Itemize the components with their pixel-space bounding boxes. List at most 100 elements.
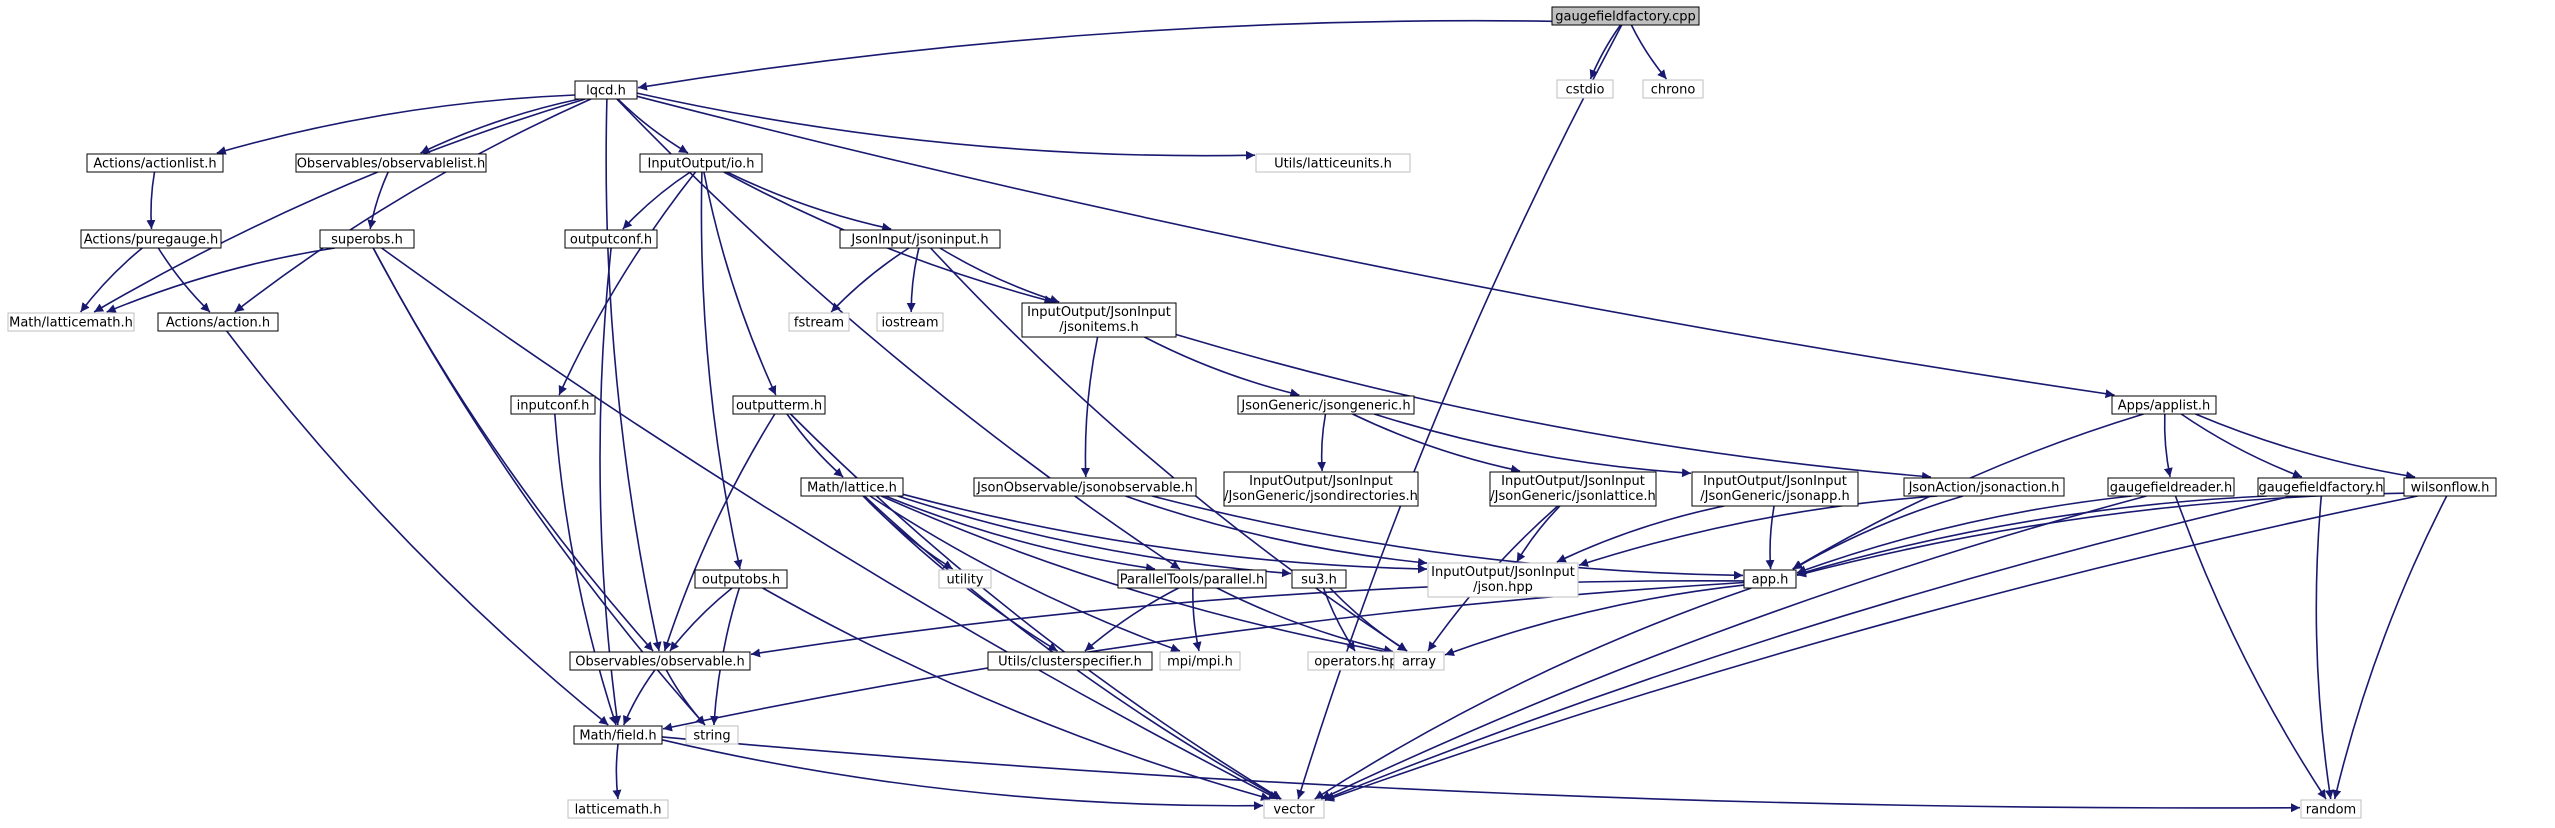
edge-jsoninput-to-jsonitems: [939, 247, 1060, 304]
node-fstream: fstream: [788, 312, 850, 332]
edge-jsongeneric-to-jsondirectories: [1317, 413, 1327, 472]
node-clusterspecifier[interactable]: Utils/clusterspecifier.h: [987, 651, 1153, 671]
node-jsonobservable[interactable]: JsonObservable/jsonobservable.h: [973, 477, 1197, 497]
edge-parallel-to-mpi: [1192, 587, 1202, 652]
node-outputobs[interactable]: outputobs.h: [694, 569, 788, 589]
edge-app-to-array: [1444, 584, 1745, 657]
node-inputconf[interactable]: inputconf.h: [510, 395, 596, 415]
edge-outputobs-to-observable: [669, 587, 733, 652]
node-outputconf[interactable]: outputconf.h: [564, 229, 658, 249]
node-jsongeneric[interactable]: JsonGeneric/jsongeneric.h: [1237, 395, 1415, 415]
node-label: JsonObservable/jsonobservable.h: [976, 481, 1193, 496]
edge-lqcd-to-io: [617, 98, 689, 154]
node-mathfield[interactable]: Math/field.h: [573, 725, 663, 745]
node-box: [1255, 153, 1411, 173]
node-box: [510, 395, 596, 415]
node-label: gaugefieldfactory.cpp: [1555, 10, 1695, 25]
node-box: [839, 229, 1001, 249]
node-gaugefieldfactoryh[interactable]: gaugefieldfactory.h: [2257, 477, 2385, 497]
node-label: Math/latticemath.h: [9, 316, 133, 331]
node-superobs[interactable]: superobs.h: [319, 229, 415, 249]
node-label: superobs.h: [331, 233, 403, 248]
edge-app-to-mathfield: [662, 581, 1745, 732]
node-label: JsonAction/jsonaction.h: [1908, 481, 2060, 496]
node-cstdio: cstdio: [1556, 79, 1614, 99]
edge-jsongeneric-to-jsonapp: [1373, 413, 1692, 478]
node-label: Observables/observablelist.h: [297, 157, 486, 172]
edge-jsonitems-to-jsonobservable: [1080, 336, 1099, 478]
edge-lqcd-to-parallel: [616, 98, 1181, 570]
edge-su3-to-operators: [1322, 587, 1356, 652]
node-box: [157, 312, 279, 332]
node-box: [973, 477, 1197, 497]
edge-jsongeneric-to-jsonlattice: [1352, 413, 1521, 474]
edge-jsonobservable-to-jsonhpp: [1125, 495, 1428, 567]
node-box: [1642, 79, 1704, 99]
node-applist[interactable]: Apps/applist.h: [2111, 395, 2217, 415]
node-outputterm[interactable]: outputterm.h: [732, 395, 826, 415]
node-parallel[interactable]: ParallelTools/parallel.h: [1117, 569, 1267, 589]
node-gaugefieldreader[interactable]: gaugefieldreader.h: [2107, 477, 2235, 497]
node-jsonitems[interactable]: InputOutput/JsonInput/jsonitems.h: [1021, 302, 1177, 338]
node-latticemathlower: latticemath.h: [567, 799, 669, 819]
edge-app-to-observable: [750, 579, 1745, 658]
node-box: [876, 312, 944, 332]
node-label: cstdio: [1566, 83, 1605, 98]
node-action[interactable]: Actions/action.h: [157, 312, 279, 332]
node-box: [1237, 395, 1415, 415]
edge-lqcd-to-observable: [605, 98, 662, 652]
edge-gaugefieldreader-to-random: [2174, 495, 2327, 800]
edge-lqcd-to-latticemathcap: [93, 98, 586, 313]
node-jsoninput[interactable]: JsonInput/jsoninput.h: [839, 229, 1001, 249]
edge-root-to-cstdio: [1589, 24, 1622, 80]
node-vector: vector: [1263, 799, 1325, 819]
node-label: Apps/applist.h: [2118, 399, 2211, 414]
node-box: [2111, 395, 2217, 415]
node-mathlattice[interactable]: Math/lattice.h: [800, 477, 904, 497]
node-label: /JsonGeneric/jsonapp.h: [1700, 489, 1849, 504]
node-label: Actions/action.h: [166, 316, 270, 331]
node-box: [569, 651, 751, 671]
node-actionlist[interactable]: Actions/actionlist.h: [86, 153, 224, 173]
node-label: Math/field.h: [579, 729, 656, 744]
node-label: outputconf.h: [570, 233, 652, 248]
node-su3[interactable]: su3.h: [1291, 569, 1347, 589]
node-box: [7, 312, 135, 332]
node-jsonlattice[interactable]: InputOutput/JsonInput/JsonGeneric/jsonla…: [1489, 471, 1657, 507]
edge-io-to-jsoninput: [726, 171, 892, 232]
node-label: app.h: [1752, 573, 1789, 588]
edge-jsonitems-to-jsongeneric: [1144, 336, 1300, 398]
node-box: [1489, 471, 1657, 507]
edge-superobs-to-vector: [381, 247, 1279, 800]
node-jsondirectories[interactable]: InputOutput/JsonInput/JsonGeneric/jsondi…: [1223, 471, 1419, 507]
node-label: gaugefieldreader.h: [2110, 481, 2233, 496]
node-label: InputOutput/JsonInput: [1431, 565, 1575, 580]
node-box: [319, 229, 415, 249]
edge-jsonlattice-to-jsonhpp: [1516, 505, 1561, 563]
node-box: [1263, 799, 1325, 819]
edge-outputterm-to-observable: [663, 413, 776, 652]
node-label: outputobs.h: [702, 573, 780, 588]
node-app[interactable]: app.h: [1743, 569, 1797, 589]
node-label: JsonInput/jsoninput.h: [850, 233, 988, 248]
node-lqcd[interactable]: lqcd.h: [574, 80, 638, 100]
edge-mathfield-to-random: [661, 736, 2301, 813]
edge-jsonapp-to-app: [1765, 505, 1775, 570]
node-jsonaction[interactable]: JsonAction/jsonaction.h: [1903, 477, 2065, 497]
node-box: [1021, 302, 1177, 338]
node-jsonapp[interactable]: InputOutput/JsonInput/JsonGeneric/jsonap…: [1691, 471, 1859, 507]
node-box: [1743, 569, 1797, 589]
node-wilsonflow[interactable]: wilsonflow.h: [2403, 477, 2497, 497]
node-observablelist[interactable]: Observables/observablelist.h: [295, 153, 487, 173]
node-puregauge[interactable]: Actions/puregauge.h: [80, 229, 222, 249]
edge-lqcd-to-applist: [636, 95, 2115, 399]
node-label: utility: [947, 573, 984, 588]
edge-root-to-chrono: [1630, 24, 1668, 80]
edge-lqcd-to-latticeunits: [636, 92, 1256, 160]
edge-mathlattice-to-jsonhpp: [902, 493, 1428, 574]
node-observable[interactable]: Observables/observable.h: [569, 651, 751, 671]
node-io[interactable]: InputOutput/io.h: [639, 153, 763, 173]
node-label: inputconf.h: [517, 399, 590, 414]
node-label: InputOutput/JsonInput: [1249, 474, 1393, 489]
